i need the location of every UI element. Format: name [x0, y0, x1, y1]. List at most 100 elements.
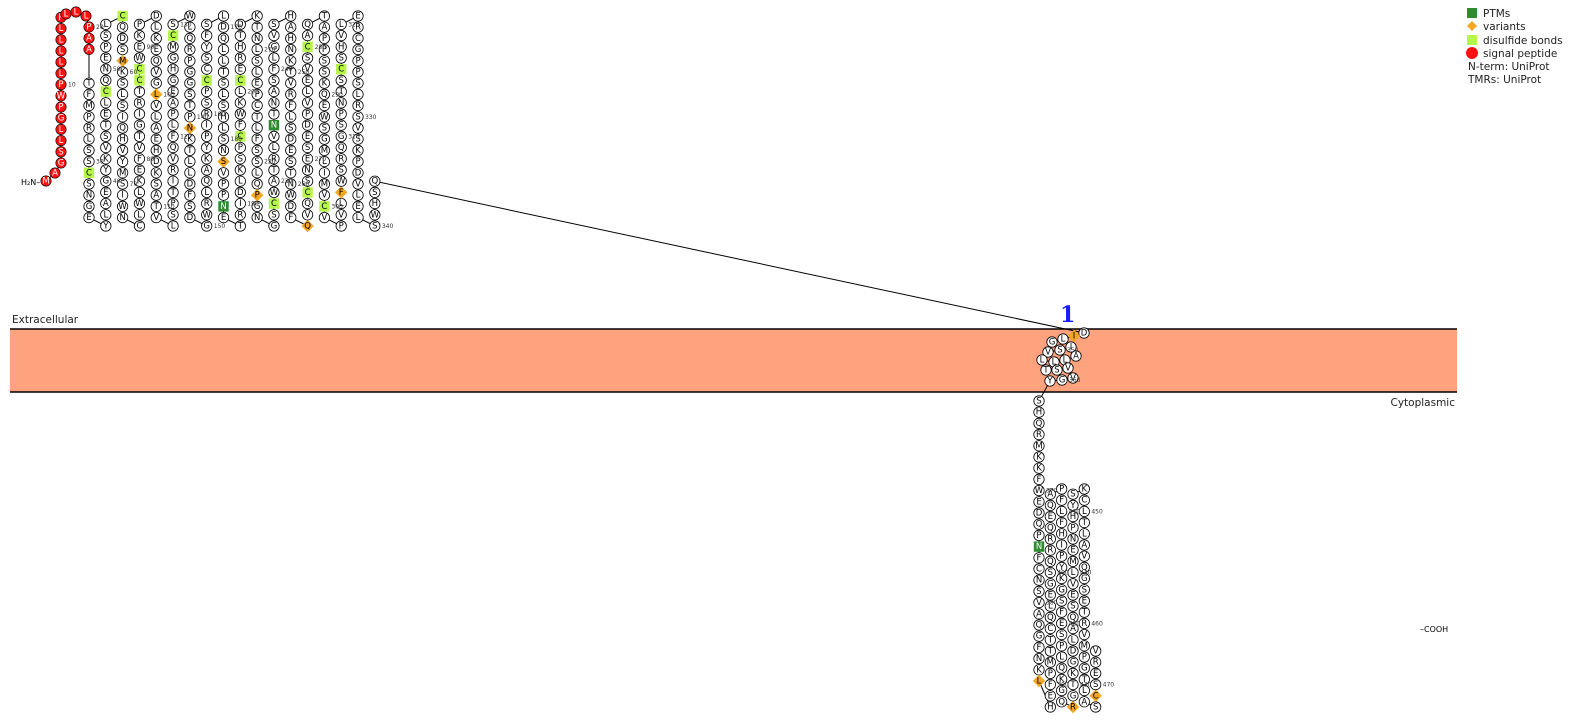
residue-letter: A	[103, 199, 109, 209]
residue-letter: L	[221, 90, 226, 100]
residue-letter: G	[271, 42, 278, 52]
residue-shape	[285, 55, 297, 67]
residue-267: C	[302, 187, 313, 198]
position-tick-90: 90	[146, 44, 154, 51]
residue-407: A	[1044, 488, 1056, 500]
residue-shape	[268, 220, 280, 232]
residue-letter: I	[121, 191, 124, 201]
residue-323: C	[352, 32, 364, 45]
residue-180: S	[217, 133, 230, 145]
residue-letter: I	[172, 177, 175, 187]
residue-195: P	[234, 142, 246, 154]
residue-59: M	[116, 54, 129, 67]
residue-letter: H	[1047, 703, 1053, 713]
residue-408: P	[1056, 483, 1068, 495]
residue-letter: R	[288, 90, 294, 100]
residue-letter: E	[170, 87, 175, 97]
residue-letter: S	[1070, 490, 1075, 500]
residue-letter: G	[103, 177, 110, 187]
residue-letter: L	[103, 20, 108, 30]
residue-121: L	[167, 119, 179, 131]
residue-194: S	[234, 153, 246, 165]
residue-letter: G	[1081, 664, 1088, 674]
residue-shape	[150, 111, 162, 123]
residue-shape	[1067, 522, 1079, 534]
position-tick-240: 240	[281, 66, 293, 73]
residue-shape	[234, 209, 246, 221]
residue-letter: S	[1059, 630, 1064, 640]
residue-shape	[100, 41, 112, 53]
residue-shape	[1044, 678, 1056, 691]
residue-letter: P	[1082, 653, 1087, 663]
residue-185: P	[217, 189, 230, 201]
residue-letter: S	[305, 177, 310, 187]
residue-shape	[1056, 684, 1068, 697]
residue-272: E	[301, 130, 314, 142]
residue-177: S	[217, 100, 230, 112]
residue-112: L	[167, 220, 179, 232]
residue-455: Q	[1078, 561, 1090, 574]
position-tick-120: 120	[180, 133, 192, 140]
residue-shape	[134, 64, 145, 75]
residue-shape	[167, 220, 179, 232]
residue-399: G	[1044, 578, 1056, 590]
residue-letter: R	[271, 154, 277, 164]
residue-letter: V	[355, 180, 361, 190]
residue-77: L	[133, 186, 146, 198]
residue-letter: N	[220, 146, 226, 156]
residue-shape	[1056, 617, 1068, 630]
residue-letter: C	[321, 202, 327, 212]
residue-107: K	[150, 167, 162, 179]
residue-letter: Q	[1058, 664, 1065, 674]
residue-278: V	[301, 63, 314, 75]
residue-letter: G	[203, 222, 210, 232]
residue-letter: A	[271, 87, 277, 97]
residue-26: P	[83, 111, 95, 123]
position-tick-160: 160	[214, 111, 226, 118]
residue-shape	[1044, 600, 1056, 612]
residue-letter: L	[255, 168, 260, 178]
residue-202: E	[234, 63, 246, 75]
residue-letter: V	[305, 210, 311, 220]
residue-shape	[318, 77, 330, 89]
residue-shape	[318, 144, 330, 156]
residue-shape	[133, 52, 146, 64]
residue-letter: I	[138, 110, 141, 120]
residue-31: C	[83, 167, 95, 178]
residue-letter: G	[136, 121, 143, 131]
residue-letter: L	[1052, 358, 1057, 368]
residue-shape	[184, 21, 196, 33]
residue-letter: Q	[371, 177, 378, 187]
residue-shape	[318, 133, 330, 145]
residue-179: L	[217, 122, 230, 134]
residue-39: E	[100, 186, 112, 198]
residue-letter: L	[356, 191, 361, 201]
position-tick-320: 320	[348, 21, 360, 28]
residue-207: K	[251, 10, 263, 22]
residue-181: N	[217, 144, 230, 156]
residue-shape	[1078, 628, 1090, 641]
residue-shape	[234, 142, 246, 154]
residue-346: I	[1067, 329, 1081, 343]
residue-letter: R	[136, 98, 142, 108]
residue-letter: V	[153, 213, 159, 223]
residue-247: H	[285, 32, 297, 45]
residue-letter: F	[1048, 680, 1053, 690]
residue-shape	[234, 198, 246, 210]
residue-25: M	[83, 100, 95, 112]
residue-letter: S	[254, 56, 259, 66]
residue-shape	[184, 77, 196, 89]
residue-268: S	[301, 175, 314, 187]
residue-shape	[217, 167, 230, 179]
residue-letter: P	[1070, 523, 1075, 533]
residue-letter: L	[59, 24, 64, 34]
residue-156: K	[201, 153, 213, 165]
residue-letter: S	[221, 101, 226, 111]
residue-shape	[1044, 667, 1056, 680]
residue-shape	[217, 43, 230, 56]
residue-shape	[335, 119, 347, 131]
position-tick-80: 80	[146, 156, 154, 163]
residue-415: Y	[1056, 561, 1068, 574]
